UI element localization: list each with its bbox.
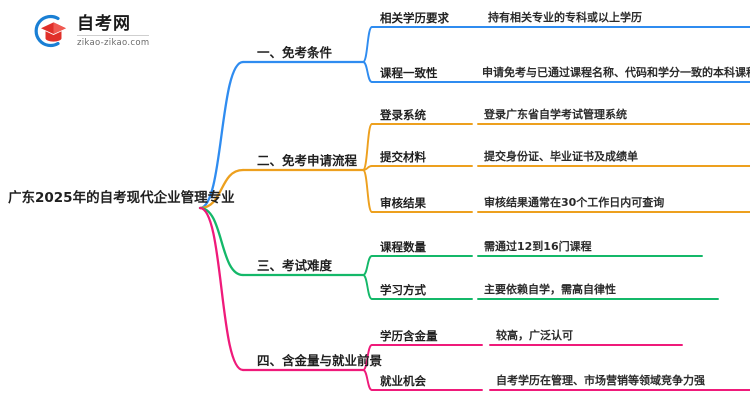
subbranch-label-4-2[interactable]: 就业机会 xyxy=(380,374,426,388)
branch-label-4[interactable]: 四、含金量与就业前景 xyxy=(257,353,383,368)
logo-wordmark: 自考网 zikao-zikao.com xyxy=(77,13,150,48)
site-logo: 自考网 zikao-zikao.com xyxy=(28,10,150,52)
branch-connector-1 xyxy=(198,60,245,210)
detail-label-4-2[interactable]: 自考学历在管理、市场营销等领域竞争力强 xyxy=(496,374,705,387)
detail-label-3-2[interactable]: 主要依赖自学，需高自律性 xyxy=(484,283,616,296)
detail-label-2-2[interactable]: 提交身份证、毕业证书及成绩单 xyxy=(484,150,638,163)
logo-subtitle: zikao-zikao.com xyxy=(77,35,150,48)
subbranch-connector-1-1 xyxy=(362,26,373,63)
detail-label-3-1[interactable]: 需通过12到16门课程 xyxy=(484,240,592,253)
subbranch-connector-2-1 xyxy=(362,123,373,171)
root-node[interactable]: 广东2025年的自考现代企业管理专业 xyxy=(8,190,235,206)
detail-label-1-1[interactable]: 持有相关专业的专科或以上学历 xyxy=(488,11,642,24)
subbranch-connector-1-2 xyxy=(362,61,373,83)
branch-connector-2 xyxy=(198,168,245,210)
branch-label-1[interactable]: 一、免考条件 xyxy=(257,45,333,60)
subbranch-label-2-3[interactable]: 审核结果 xyxy=(380,196,426,210)
detail-label-2-1[interactable]: 登录广东省自学考试管理系统 xyxy=(484,108,627,121)
detail-label-1-2[interactable]: 申请免考与已通过课程名称、代码和学分一致的本科课程 xyxy=(482,66,750,79)
graduation-cap-logo-icon xyxy=(28,10,70,52)
subbranch-connector-3-1 xyxy=(362,255,373,276)
subbranch-connector-4-2 xyxy=(362,369,373,391)
branch-connector-3 xyxy=(198,206,245,277)
branch-connector-4 xyxy=(198,206,245,372)
subbranch-label-2-2[interactable]: 提交材料 xyxy=(380,150,426,164)
subbranch-label-4-1[interactable]: 学历含金量 xyxy=(380,329,438,343)
detail-label-2-3[interactable]: 审核结果通常在30个工作日内可查询 xyxy=(484,196,665,209)
subbranch-label-3-1[interactable]: 课程数量 xyxy=(380,240,426,254)
subbranch-label-1-1[interactable]: 相关学历要求 xyxy=(380,11,449,25)
branch-label-3[interactable]: 三、考试难度 xyxy=(257,258,333,273)
subbranch-label-2-1[interactable]: 登录系统 xyxy=(380,108,426,122)
detail-label-4-1[interactable]: 较高，广泛认可 xyxy=(496,329,573,342)
branch-label-2[interactable]: 二、免考申请流程 xyxy=(257,153,358,168)
subbranch-connector-2-3 xyxy=(362,169,373,213)
subbranch-label-3-2[interactable]: 学习方式 xyxy=(380,283,426,297)
logo-title: 自考网 xyxy=(77,13,131,34)
subbranch-connector-3-2 xyxy=(362,274,373,300)
subbranch-label-1-2[interactable]: 课程一致性 xyxy=(380,66,438,80)
